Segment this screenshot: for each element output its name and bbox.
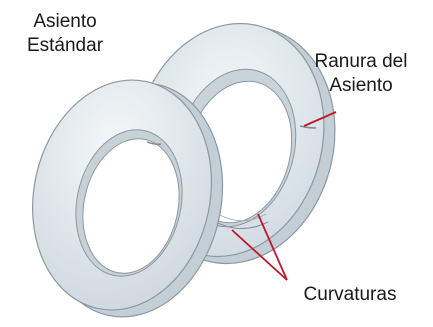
standard-seat-label-line-2: Estándar [6, 34, 124, 58]
standard-seat-label: Asiento Estándar [6, 10, 124, 58]
curvatures-label-text: Curvaturas [291, 283, 409, 307]
seat-groove-label-line-1: Ranura del [300, 50, 422, 74]
seat-groove-label-line-2: Asiento [300, 74, 422, 98]
seat-groove-label: Ranura del Asiento [300, 50, 422, 98]
standard-seat-label-line-1: Asiento [6, 10, 124, 34]
curvatures-label: Curvaturas [291, 283, 409, 307]
